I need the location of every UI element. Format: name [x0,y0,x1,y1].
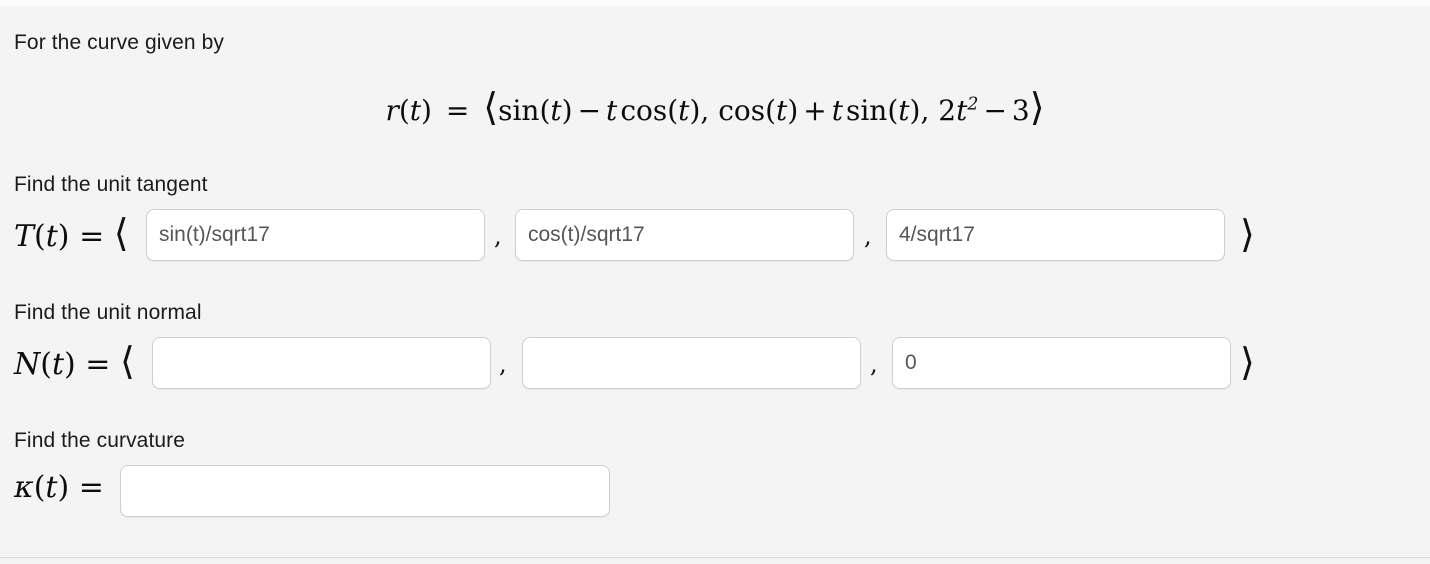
curvature-lhs-text: κ(t) = [14,470,104,505]
input-normal-y[interactable] [522,337,861,389]
normal-open-bracket: ⟨ [119,339,135,383]
normal-close-bracket: ⟩ [1240,340,1255,384]
input-normal-z[interactable] [892,337,1231,389]
label-find-curvature: Find the curvature [14,429,186,452]
formula-minus: − [577,94,602,127]
formula-coef-2: 2 [938,94,957,127]
formula-sin-2: sin [845,94,888,127]
formula-lhs: r [385,94,399,127]
formula-close-bracket: ⟩ [1029,85,1045,129]
formula-comma-1: , [700,94,719,127]
input-tangent-y[interactable] [515,209,854,261]
label-find-unit-tangent: Find the unit tangent [14,173,208,196]
formula-py3: ( [887,94,899,127]
formula-px1: ( [539,94,551,127]
input-curvature[interactable] [120,465,610,517]
normal-separator-2: , [870,350,878,378]
intro-text: For the curve given by [14,31,224,54]
formula-cos-2: cos [718,94,766,127]
formula-var-t6: t [898,94,910,127]
formula-minus-2: − [983,94,1007,127]
input-normal-x[interactable] [152,337,491,389]
formula-py1: ( [765,94,777,127]
formula-lhs-paren: ( [398,94,410,127]
input-tangent-x[interactable] [146,209,485,261]
formula-component-x-sin: sin [498,94,540,127]
formula-var-t2: t [606,94,618,127]
formula-open-bracket: ⟨ [483,85,499,129]
normal-lhs-text: N(t) = [14,347,111,382]
label-find-unit-normal: Find the unit normal [14,301,202,324]
formula-comma-2: , [920,94,939,127]
curvature-lhs: κ(t) = [14,470,104,505]
formula-var-t7: t2 [956,94,979,127]
normal-lhs: N(t) = ⟨ [14,342,135,382]
formula-equals: = [445,94,470,127]
formula-var-t3: t [678,94,690,127]
formula-var-t4: t [776,94,788,127]
formula-const-3: 3 [1011,94,1030,127]
formula-var-t5: t [831,94,843,127]
top-strip [0,0,1430,6]
formula-px2: ) [561,94,573,127]
tangent-lhs-text: T(t) = [14,219,105,254]
tangent-open-bracket: ⟨ [113,211,129,255]
tangent-separator-1: , [494,222,502,250]
formula-py4: ) [909,94,921,127]
tangent-separator-2: , [864,222,872,250]
normal-separator-1: , [499,350,507,378]
formula-var-t1: t [550,94,562,127]
tangent-lhs: T(t) = ⟨ [14,214,129,254]
formula-py2: ) [787,94,799,127]
formula-cos-1: cos [620,94,668,127]
input-tangent-z[interactable] [886,209,1225,261]
formula-plus: + [803,94,827,127]
bottom-divider [0,557,1430,558]
formula-px3: ( [667,94,679,127]
tangent-close-bracket: ⟩ [1240,212,1255,256]
formula-px4: ) [689,94,701,127]
formula-lhs-var: t [409,94,422,127]
formula-lhs-paren-close: ) [421,94,432,127]
